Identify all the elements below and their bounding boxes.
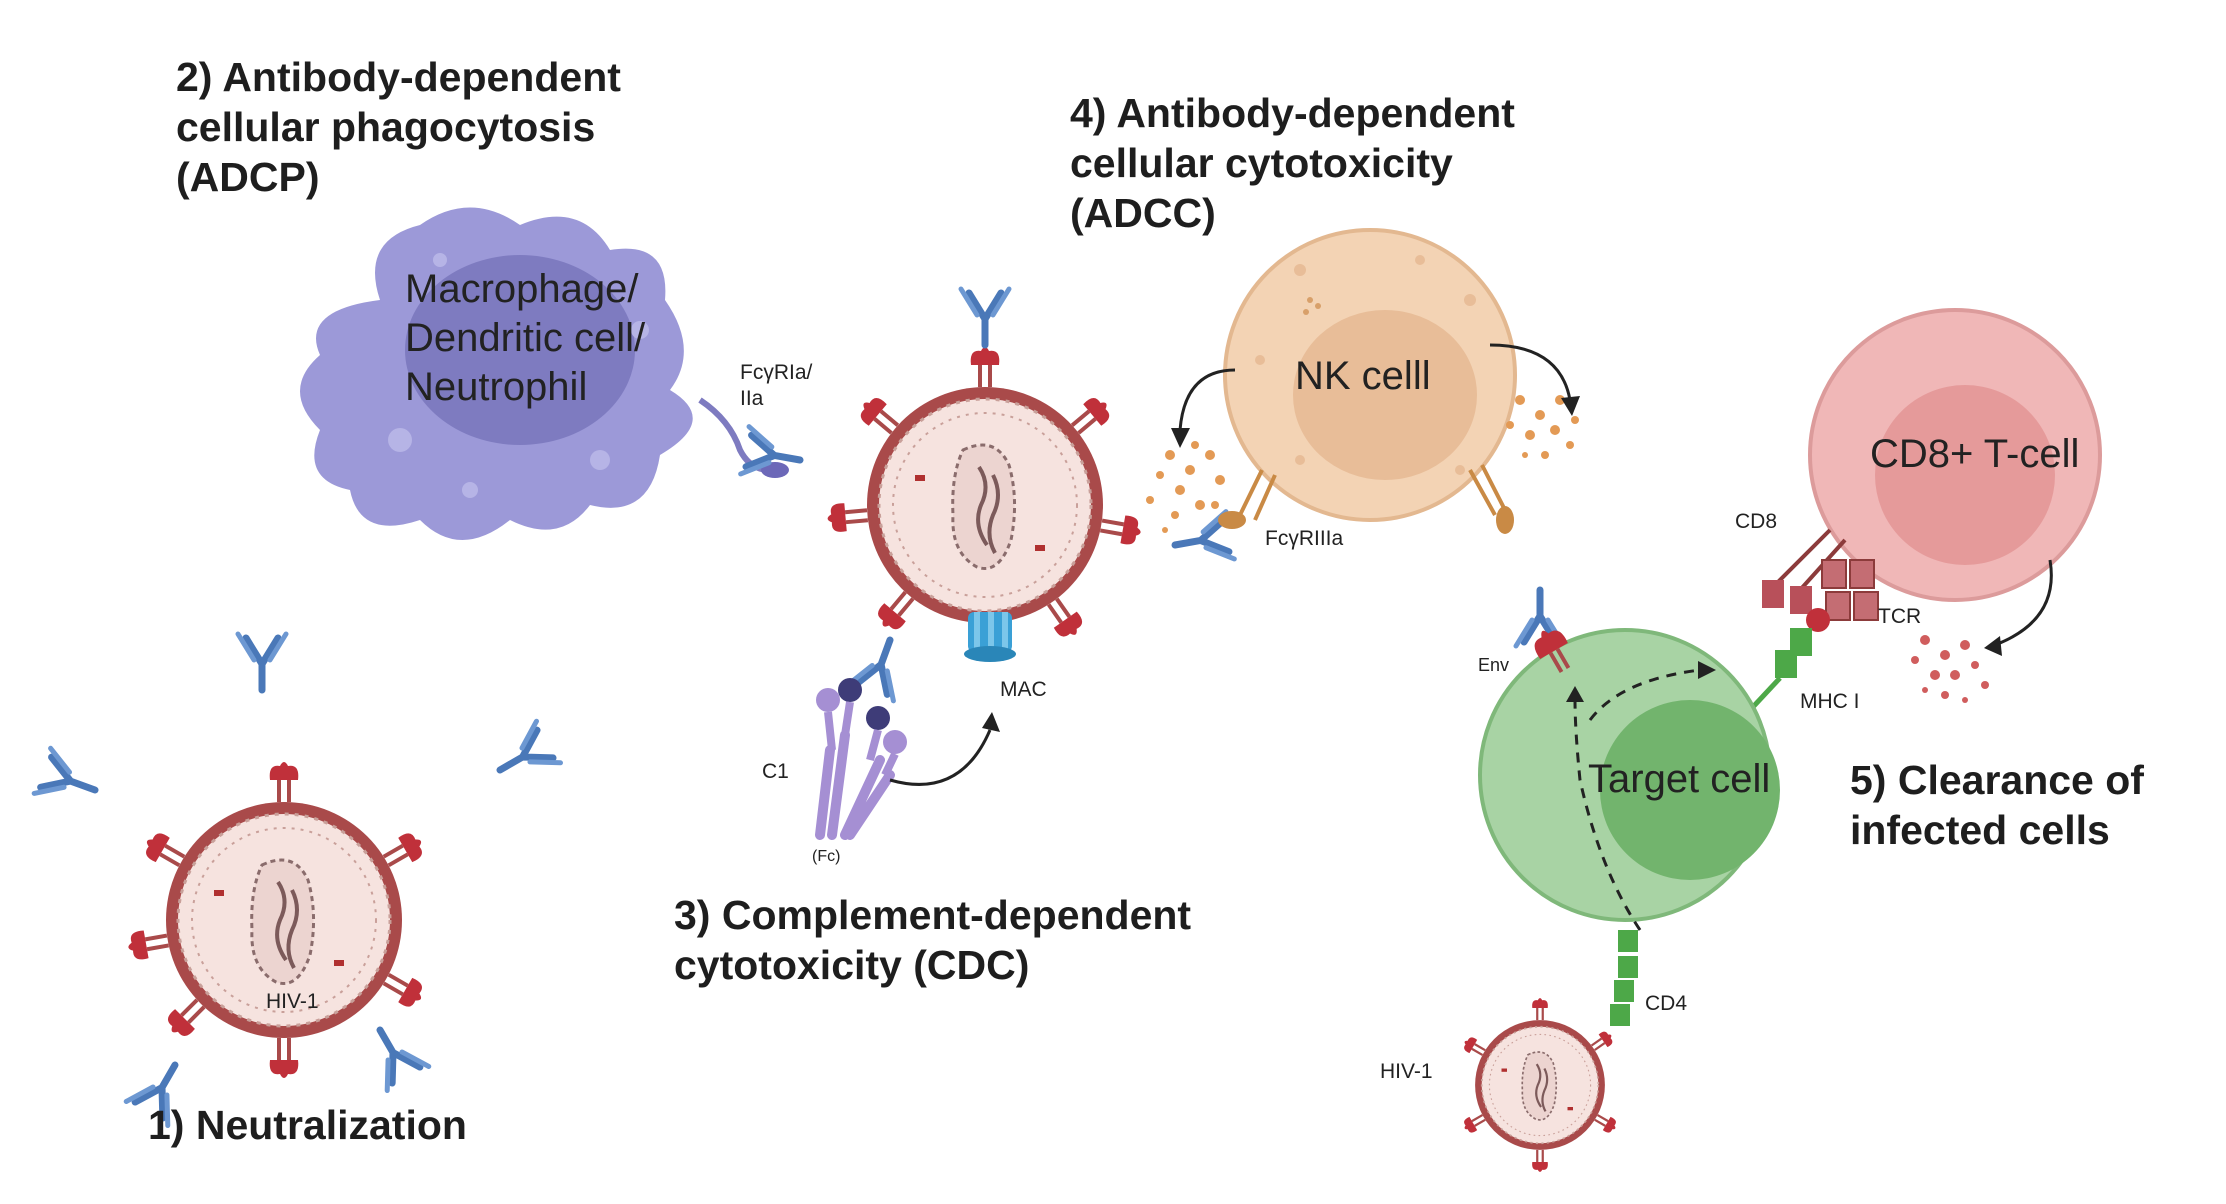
- title-cdc: 3) Complement-dependent cytotoxicity (CD…: [674, 892, 1192, 988]
- tcr-complex: [1762, 528, 1879, 632]
- cd4-receptor: [1610, 930, 1638, 1026]
- granules-cd8: [1911, 635, 1989, 703]
- arrowhead: [982, 712, 1000, 732]
- mhc-label: MHC I: [1800, 690, 1860, 713]
- arrowhead: [1984, 636, 2002, 656]
- title-adcc: 4) Antibody-dependent cellular cytotoxic…: [1070, 90, 1515, 236]
- target-cell-label: Target cell: [1588, 757, 1771, 801]
- mac-label: MAC: [1000, 678, 1047, 701]
- cd8-cell-label: CD8+ T-cell: [1870, 432, 2080, 476]
- arrow-cd8: [1994, 559, 2053, 647]
- title-neutralization: 1) Neutralization: [148, 1102, 467, 1148]
- hiv-label-bottom: HIV-1: [1380, 1060, 1433, 1083]
- title-clearance: 5) Clearance of infected cells: [1850, 757, 2144, 853]
- arrow-nk-right: [1489, 343, 1572, 401]
- arrowhead: [1566, 686, 1584, 702]
- tcr-label: TCR: [1878, 605, 1922, 628]
- fcyr-adcc-label: FcγRIIIa: [1265, 527, 1344, 550]
- mac-complex: [964, 612, 1016, 662]
- arrowhead: [1171, 428, 1190, 448]
- mhc-i: [1750, 628, 1812, 710]
- granules-right: [1506, 395, 1579, 459]
- fcyriiia-receptor: [1218, 464, 1514, 534]
- macrophage-label: Macrophage/ Dendritic cell/ Neutrophil: [405, 267, 646, 409]
- arrowhead: [1698, 661, 1716, 679]
- target-cell: [1478, 628, 1780, 922]
- infection-path: [1573, 699, 1642, 931]
- antibody: [488, 721, 560, 791]
- arrow-nk-left: [1178, 368, 1236, 431]
- arrow-c1-to-mac: [889, 729, 992, 786]
- granules-left: [1146, 441, 1225, 533]
- c1-label: C1: [762, 760, 789, 783]
- hiv-virus-cdc: [824, 345, 1146, 645]
- cd8-t-cell: [1808, 308, 2102, 602]
- antibody: [34, 748, 103, 812]
- cd4-label: CD4: [1645, 992, 1688, 1015]
- title-adcp: 2) Antibody-dependent cellular phagocyto…: [176, 54, 621, 200]
- antibody: [961, 289, 1009, 345]
- env-spike-target: [1534, 630, 1571, 673]
- nk-cell: [1223, 228, 1517, 522]
- infection-path-2: [1588, 668, 1701, 721]
- hiv-label-neutralization: HIV-1: [266, 990, 319, 1013]
- cd8-label: CD8: [1735, 510, 1778, 533]
- c1-complex: [815, 678, 907, 840]
- nk-cell-label: NK celll: [1295, 354, 1431, 398]
- env-label: Env: [1478, 655, 1510, 675]
- arrowhead: [1561, 396, 1580, 416]
- hiv-virus-bottom: [1459, 996, 1621, 1174]
- fc-label: (Fc): [812, 848, 841, 865]
- fcyr-adcp-label: FcγRIa/ IIa: [740, 361, 813, 410]
- antibody: [238, 634, 286, 690]
- antibody: [359, 1018, 429, 1090]
